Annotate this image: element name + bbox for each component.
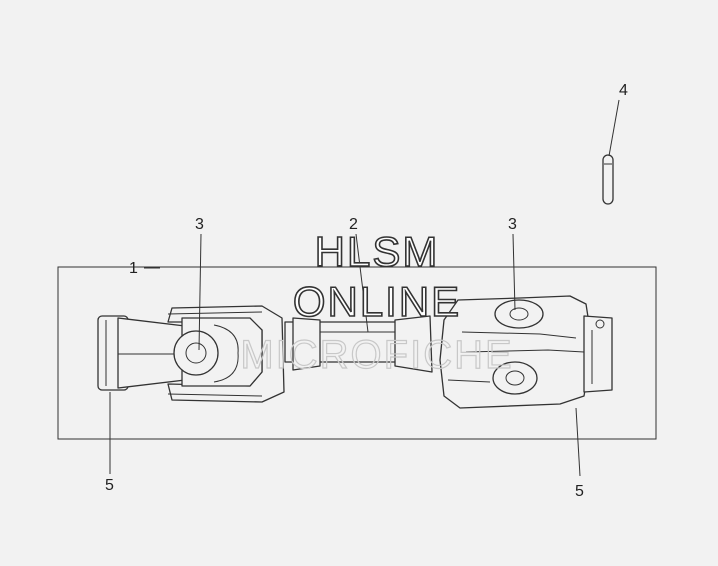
watermark-line-2: ONLINE bbox=[293, 278, 461, 325]
callout-5-left: 5 bbox=[105, 477, 114, 494]
assembly-frame bbox=[57, 266, 657, 440]
callout-2: 2 bbox=[349, 216, 358, 233]
right-end-sleeve bbox=[583, 315, 613, 393]
watermark-line-3: MICROFICHE bbox=[240, 333, 513, 377]
pin-part bbox=[602, 154, 614, 205]
leader-5b bbox=[575, 407, 581, 477]
callout-3-left: 3 bbox=[195, 216, 204, 233]
callout-3-right: 3 bbox=[508, 216, 517, 233]
leader-3a bbox=[198, 233, 202, 351]
callout-5-right: 5 bbox=[575, 483, 584, 500]
left-end-sleeve bbox=[97, 315, 186, 391]
left-universal-joint bbox=[167, 305, 285, 403]
callout-4: 4 bbox=[619, 82, 628, 99]
right-universal-joint bbox=[439, 295, 591, 409]
leader-4 bbox=[608, 99, 620, 157]
callout-1: 1 bbox=[129, 260, 138, 277]
leader-2 bbox=[355, 233, 369, 333]
leader-3b bbox=[512, 233, 516, 311]
watermark-line-1: HLSM bbox=[315, 228, 440, 275]
shaft-part bbox=[284, 315, 433, 373]
